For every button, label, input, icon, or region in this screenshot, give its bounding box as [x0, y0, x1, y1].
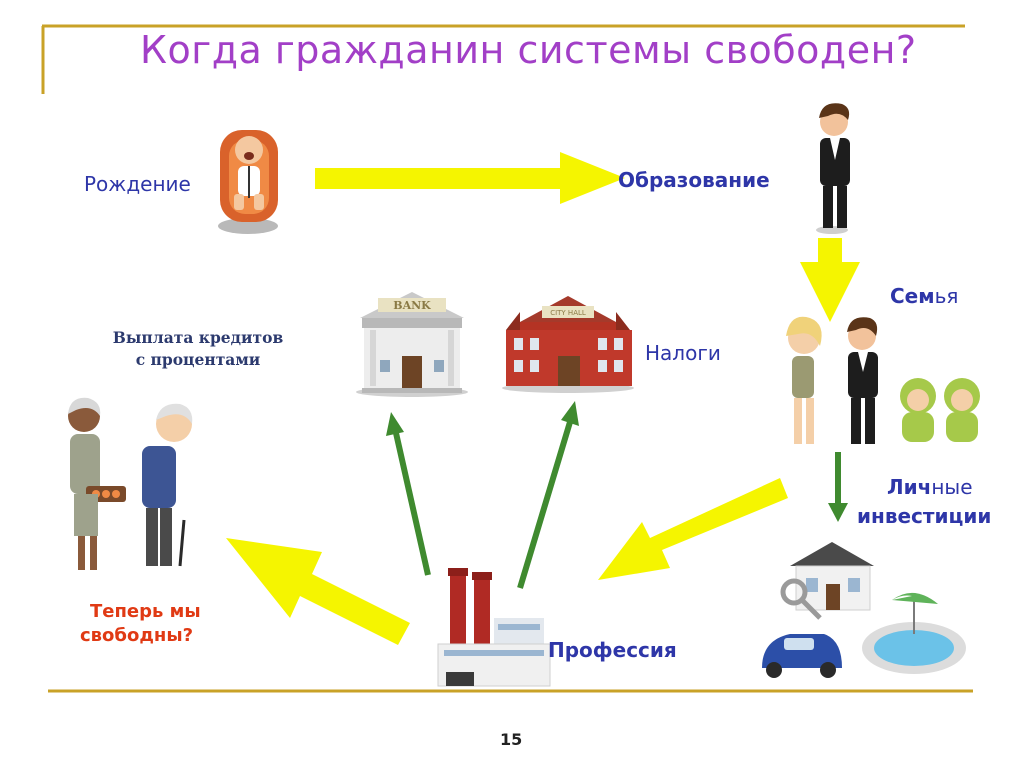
label-investments-rest: ные [931, 475, 972, 499]
arrow-profession-to-retirement [226, 538, 410, 645]
label-investments-line2: инвестиции [857, 504, 991, 528]
label-family: Семья [890, 284, 958, 308]
label-birth: Рождение [84, 172, 191, 196]
factory-icon [438, 568, 550, 686]
label-taxes: Налоги [645, 341, 721, 365]
bank-sign: BANK [393, 299, 431, 312]
top-rule [42, 26, 965, 94]
student-man-icon [816, 103, 850, 234]
family-icon [786, 317, 980, 444]
page-number: 15 [500, 730, 522, 749]
bank-building-icon: BANK [356, 292, 468, 397]
label-investments-line1: Личные [887, 475, 973, 499]
car-icon [762, 634, 842, 678]
label-free-line1: Теперь мы [80, 600, 201, 624]
label-free-line2: свободны? [80, 624, 201, 648]
arrow-education-to-family [800, 238, 860, 322]
arrow-profession-to-city-hall [520, 401, 579, 588]
arrow-family-to-investments [828, 452, 848, 522]
label-investments-bold: Лич [887, 475, 931, 499]
elderly-couple-icon [68, 398, 192, 570]
label-education: Образование [618, 168, 770, 192]
label-credit-line2: с процентами [100, 349, 296, 371]
city-hall-building-icon: CITY HALL [502, 296, 634, 393]
baby-car-seat-icon [218, 130, 278, 234]
label-credit-line1: Выплата кредитов [100, 327, 296, 349]
arrow-birth-to-education [315, 152, 625, 204]
label-family-rest: ья [935, 284, 959, 308]
label-credit-payments: Выплата кредитов с процентами [100, 327, 296, 371]
pool-icon [862, 593, 966, 674]
city-hall-sign: CITY HALL [550, 309, 586, 317]
arrow-investments-to-profession [598, 478, 788, 580]
arrow-profession-to-bank [386, 412, 428, 575]
label-profession: Профессия [548, 638, 677, 662]
label-family-bold: Сем [890, 284, 935, 308]
label-free-question: Теперь мы свободны? [80, 600, 201, 648]
